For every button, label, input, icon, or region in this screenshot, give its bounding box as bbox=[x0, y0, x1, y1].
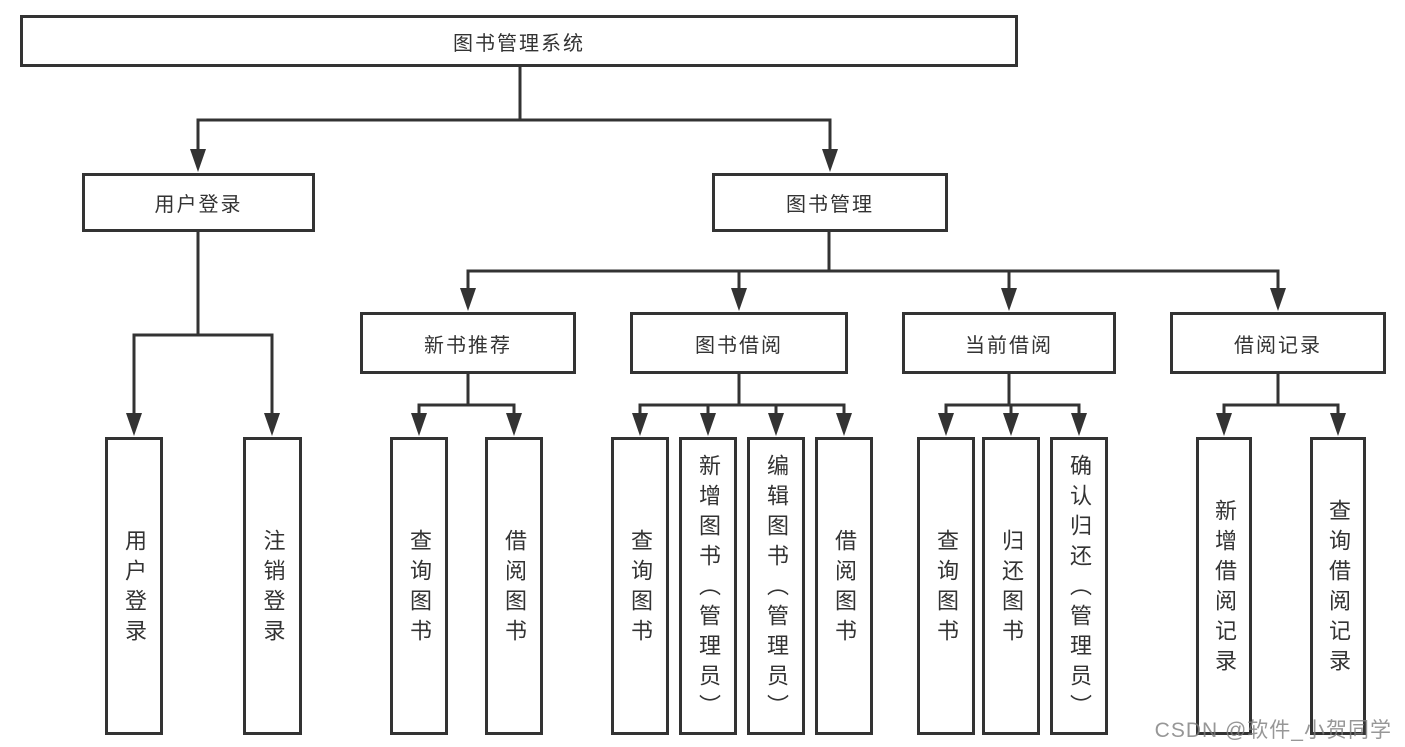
csdn-watermark: CSDN @软件_小贺同学 bbox=[1154, 719, 1392, 742]
leaf-confirm-return-admin: 确认归还（管理员） bbox=[1050, 437, 1108, 735]
leaf-return-books: 归还图书 bbox=[982, 437, 1040, 735]
leaf-query-books-current: 查询图书 bbox=[917, 437, 975, 735]
node-book-management: 图书管理 bbox=[712, 173, 948, 232]
node-root: 图书管理系统 bbox=[20, 15, 1018, 67]
node-new-book-recommend: 新书推荐 bbox=[360, 312, 576, 374]
leaf-query-books-recommend: 查询图书 bbox=[390, 437, 448, 735]
leaf-edit-book-admin: 编辑图书（管理员） bbox=[747, 437, 805, 735]
leaf-borrow-books-recommend: 借阅图书 bbox=[485, 437, 543, 735]
leaf-query-borrow-record: 查询借阅记录 bbox=[1310, 437, 1366, 735]
node-book-borrow: 图书借阅 bbox=[630, 312, 848, 374]
leaf-add-borrow-record: 新增借阅记录 bbox=[1196, 437, 1252, 735]
leaf-query-books-borrow: 查询图书 bbox=[611, 437, 669, 735]
node-current-borrow: 当前借阅 bbox=[902, 312, 1116, 374]
leaf-logout: 注销登录 bbox=[243, 437, 302, 735]
leaf-add-book-admin: 新增图书（管理员） bbox=[679, 437, 737, 735]
node-borrow-records: 借阅记录 bbox=[1170, 312, 1386, 374]
node-user-login-group: 用户登录 bbox=[82, 173, 315, 232]
leaf-user-login: 用户登录 bbox=[105, 437, 163, 735]
leaf-borrow-books: 借阅图书 bbox=[815, 437, 873, 735]
